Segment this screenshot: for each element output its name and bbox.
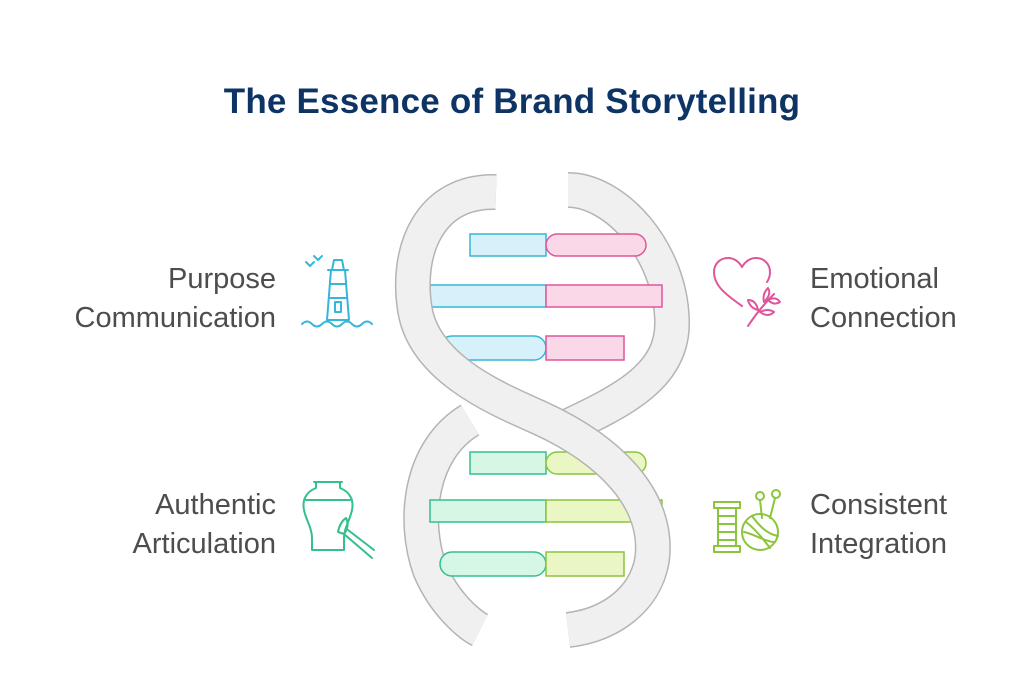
- label-emotional-connection: Emotional Connection: [810, 260, 957, 338]
- label-purpose-communication: Purpose Communication: [75, 260, 276, 338]
- label-line: Connection: [810, 302, 957, 334]
- label-line: Purpose: [167, 263, 276, 295]
- label-line: Consistent: [810, 489, 948, 521]
- heart-with-leaves-icon: [713, 257, 781, 327]
- helix-rung-3: [439, 335, 625, 361]
- label-authentic-articulation: Authentic Articulation: [133, 486, 276, 564]
- helix-rung-1: [469, 233, 647, 257]
- label-line: Integration: [810, 528, 948, 560]
- label-line: Authentic: [155, 489, 276, 521]
- lighthouse-icon: [301, 255, 373, 328]
- thread-spool-and-yarn-icon: [713, 489, 781, 553]
- label-consistent-integration: Consistent Integration: [810, 486, 947, 564]
- label-line: Emotional: [810, 263, 939, 295]
- helix-rung-6: [439, 551, 625, 577]
- label-line: Communication: [74, 302, 276, 334]
- helix-front-strand-fill: [396, 175, 670, 647]
- helix-rung-2: [429, 284, 663, 308]
- label-line: Articulation: [132, 528, 276, 560]
- vase-with-brush-icon: [302, 481, 375, 559]
- helix-back-strand-bottom-fill: [404, 405, 489, 645]
- page-title: The Essence of Brand Storytelling: [223, 82, 801, 121]
- helix-back-strand-top-fill: [553, 173, 689, 445]
